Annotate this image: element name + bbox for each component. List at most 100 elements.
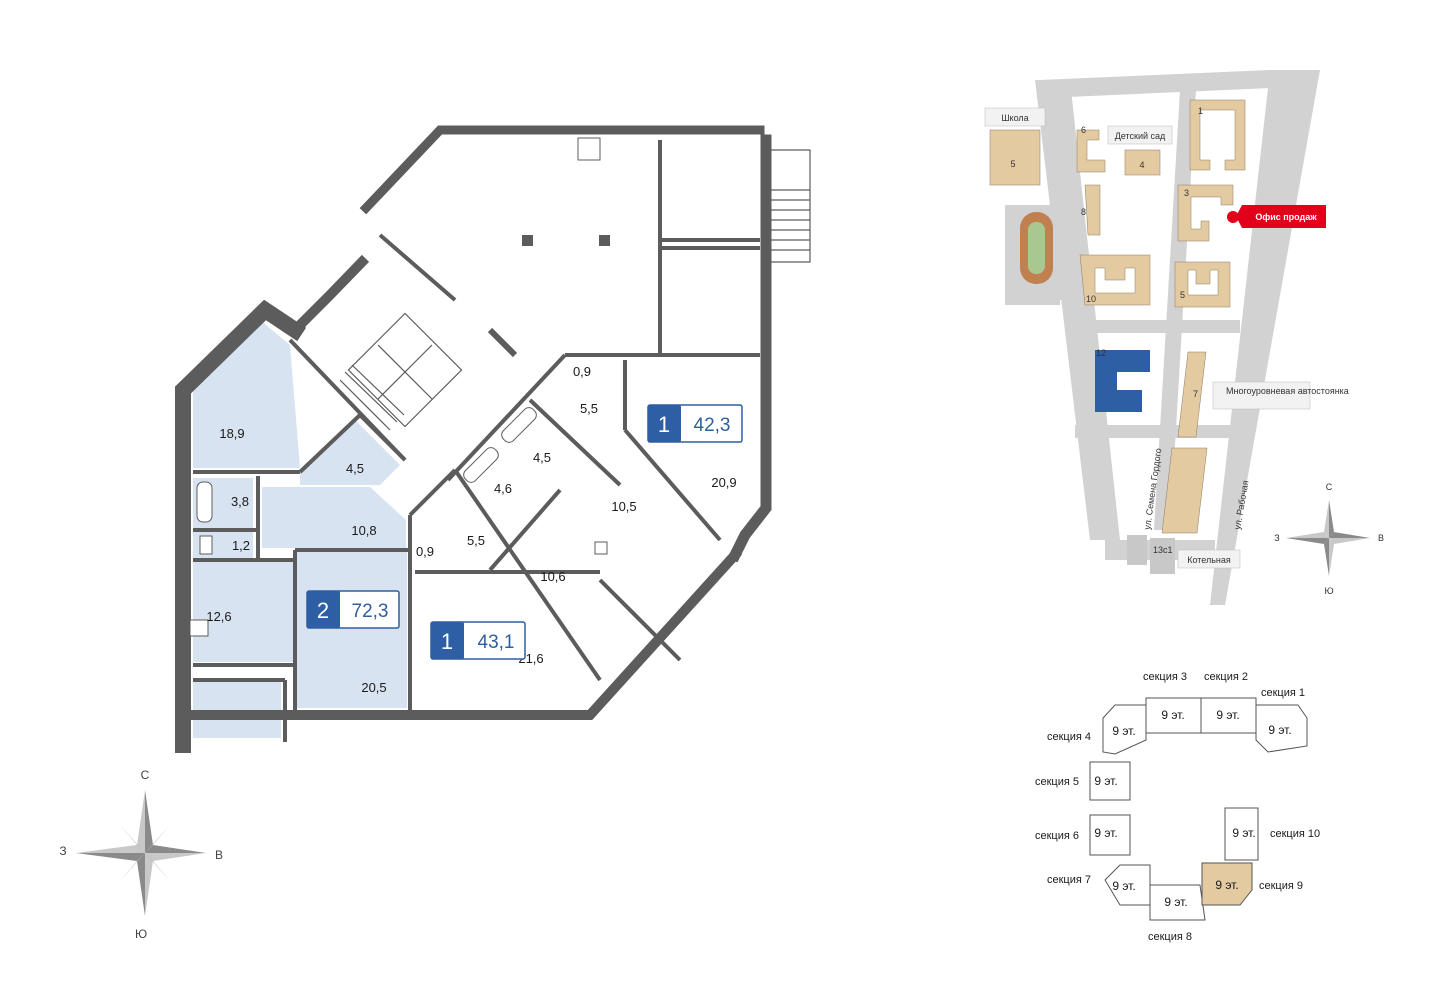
apartment-rooms-count: 2 — [317, 598, 329, 623]
sales-office-marker[interactable]: Офис продаж — [1227, 205, 1326, 228]
building-6[interactable]: 6 — [1076, 125, 1106, 173]
section-10-block[interactable] — [1224, 807, 1259, 861]
section-label: секция 9 — [1259, 880, 1303, 892]
school-label: Школа — [1001, 113, 1028, 123]
section-label: секция 7 — [1047, 874, 1091, 886]
building-number: 5 — [1010, 159, 1015, 169]
column — [599, 235, 610, 246]
apartment-badge-2[interactable]: 2 72,3 — [306, 590, 400, 629]
section-label: секция 8 — [1148, 931, 1192, 943]
room-area-label: 4,6 — [494, 481, 512, 496]
compass-north: С — [141, 768, 150, 782]
stairwell — [335, 149, 811, 438]
building-5[interactable]: 5 — [1174, 261, 1231, 308]
compass-rose: С Ю З В — [59, 768, 223, 941]
building-12-current[interactable]: 12 — [1095, 348, 1150, 412]
kindergarten[interactable]: Детский сад 4 — [1107, 125, 1173, 176]
building-number: 1 — [1198, 106, 1203, 116]
outer-walls — [175, 125, 772, 753]
apartment-2-balcony — [193, 680, 281, 738]
apartment-2-room-18-9[interactable] — [193, 320, 300, 468]
compass-east: В — [215, 848, 223, 862]
section-floors: 9 эт. — [1216, 708, 1239, 722]
inner-walls — [193, 140, 760, 742]
compass-west: З — [1274, 533, 1279, 543]
parking-building[interactable]: 7 Многоуровневая автостоянка — [1177, 351, 1349, 438]
section-2-block[interactable] — [1200, 697, 1257, 734]
room-area-label: 10,6 — [540, 569, 565, 584]
room-area-label: 5,5 — [467, 533, 485, 548]
parking-label: Многоуровневая автостоянка — [1226, 386, 1349, 396]
room-area-label: 12,6 — [206, 609, 231, 624]
room-area-label: 4,5 — [533, 450, 551, 465]
apartment-2-room-20-5[interactable] — [297, 552, 407, 708]
apartment-badge-3[interactable]: 1 43,1 — [430, 621, 526, 660]
building-number: 3 — [1184, 188, 1189, 198]
section-floors: 9 эт. — [1112, 724, 1135, 738]
site-map: Школа 5 6 Детский сад 4 1 3 8 — [984, 70, 1349, 605]
apartment-2-room-4-5[interactable] — [300, 420, 400, 485]
building-number: 13с1 — [1153, 545, 1173, 555]
section-label: секция 1 — [1261, 687, 1305, 699]
apartment-2-room-12-6[interactable] — [193, 562, 293, 662]
room-area-label: 5,5 — [580, 401, 598, 416]
section-9-block[interactable] — [1201, 862, 1253, 906]
apartment-area: 72,3 — [352, 601, 389, 622]
location-pin-icon — [1227, 211, 1239, 223]
room-area-label: 0,9 — [416, 544, 434, 559]
section-floors: 9 эт. — [1112, 879, 1135, 893]
compass-south: Ю — [1324, 586, 1333, 596]
school-building[interactable]: Школа 5 — [984, 107, 1046, 186]
section-4-block[interactable] — [1102, 704, 1147, 755]
column — [487, 327, 518, 358]
room-area-label: 0,9 — [573, 364, 591, 379]
room-area-label: 10,5 — [611, 499, 636, 514]
sales-office-label: Офис продаж — [1255, 212, 1317, 222]
building-number: 8 — [1081, 207, 1086, 217]
building-3[interactable]: 3 — [1177, 184, 1234, 242]
section-floors: 9 эт. — [1268, 723, 1291, 737]
compass-east: В — [1378, 533, 1384, 543]
sections-scheme: 9 эт. 9 эт. 9 эт. 9 эт. 9 эт. 9 эт. 9 эт… — [1035, 671, 1320, 943]
compass-west: З — [59, 844, 66, 858]
section-8-block[interactable] — [1149, 884, 1206, 921]
building-1[interactable]: 1 — [1189, 99, 1246, 171]
section-label: секция 2 — [1204, 671, 1248, 683]
building-number: 4 — [1139, 160, 1144, 170]
section-label: секция 6 — [1035, 830, 1079, 842]
compass-arrow-icon — [145, 790, 153, 853]
section-1-block[interactable] — [1255, 704, 1308, 753]
apartment-2-room-10-8[interactable] — [262, 487, 406, 548]
section-3-block[interactable] — [1145, 697, 1202, 734]
building-10[interactable]: 10 — [1079, 254, 1151, 306]
large-building — [1161, 447, 1208, 534]
room-area-label: 20,9 — [711, 475, 736, 490]
building-8[interactable]: 8 — [1081, 184, 1101, 236]
section-label: секция 4 — [1047, 731, 1091, 743]
boiler-label: Котельная — [1187, 555, 1231, 565]
compass-south: Ю — [135, 927, 147, 941]
column — [522, 235, 533, 246]
room-area-label: 3,8 — [231, 494, 249, 509]
building-number: 10 — [1086, 294, 1096, 304]
room-labels: 18,9 4,5 3,8 1,2 10,8 12,6 20,5 0,9 5,5 … — [206, 364, 736, 695]
building-number: 5 — [1180, 290, 1185, 300]
room-area-label: 4,5 — [346, 461, 364, 476]
fixtures — [189, 137, 608, 637]
room-area-label: 20,5 — [361, 680, 386, 695]
apartment-badge-1[interactable]: 1 42,3 — [647, 404, 743, 443]
section-floors: 9 эт. — [1164, 895, 1187, 909]
boiler-building[interactable]: 13с1 Котельная — [1127, 535, 1241, 574]
stadium — [1005, 205, 1060, 305]
section-label: секция 5 — [1035, 776, 1079, 788]
section-label: секция 3 — [1143, 671, 1187, 683]
building-number: 12 — [1096, 348, 1106, 358]
section-6-block[interactable] — [1089, 814, 1131, 856]
compass-north: С — [1326, 482, 1333, 492]
section-5-block[interactable] — [1089, 761, 1131, 801]
apartment-area: 43,1 — [478, 632, 515, 653]
apartment-rooms-count: 1 — [441, 629, 453, 654]
apartment-area: 42,3 — [694, 415, 731, 436]
section-floors: 9 эт. — [1094, 774, 1117, 788]
